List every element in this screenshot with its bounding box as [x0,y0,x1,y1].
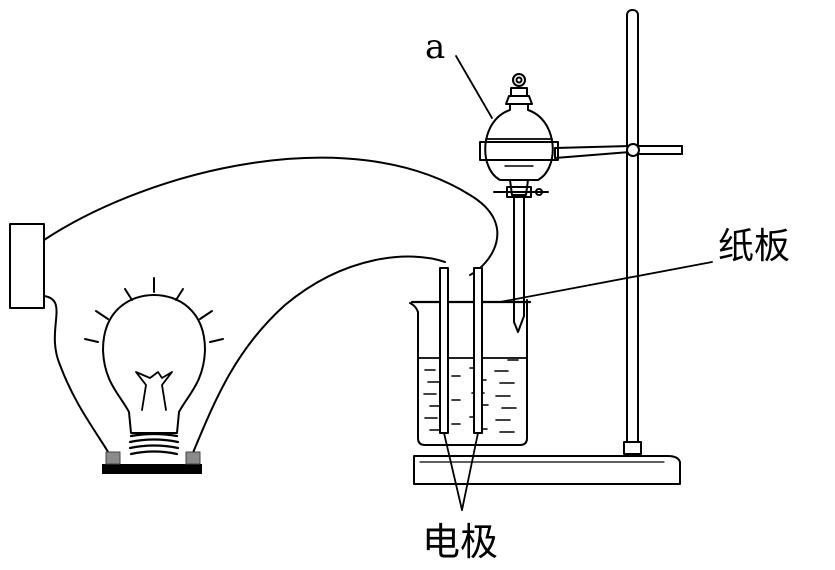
stand-rod [626,9,639,451]
label-electrode: 电极 [422,520,498,564]
leader-electrode-left [443,432,463,511]
separatory-funnel [484,73,554,333]
wire-bulb-to-electrode [191,255,446,456]
power-source [9,223,45,309]
bulb-base [102,464,202,474]
terminal-left [105,451,121,465]
leader-a [455,55,493,119]
electrode-left [439,267,449,434]
solution [423,359,519,433]
beaker [409,299,528,446]
terminal-right [185,451,201,465]
clamp [479,141,683,161]
stand-base [413,455,681,485]
light-bulb [84,277,224,456]
wire-top [43,156,499,276]
label-board: 纸板 [718,226,790,267]
electrode-right [473,267,483,434]
leader-board [499,261,713,303]
leader-electrode-right [461,432,479,511]
rod-foot [623,441,642,455]
wire-source-to-bulb [43,295,111,456]
label-a: a [425,27,445,67]
